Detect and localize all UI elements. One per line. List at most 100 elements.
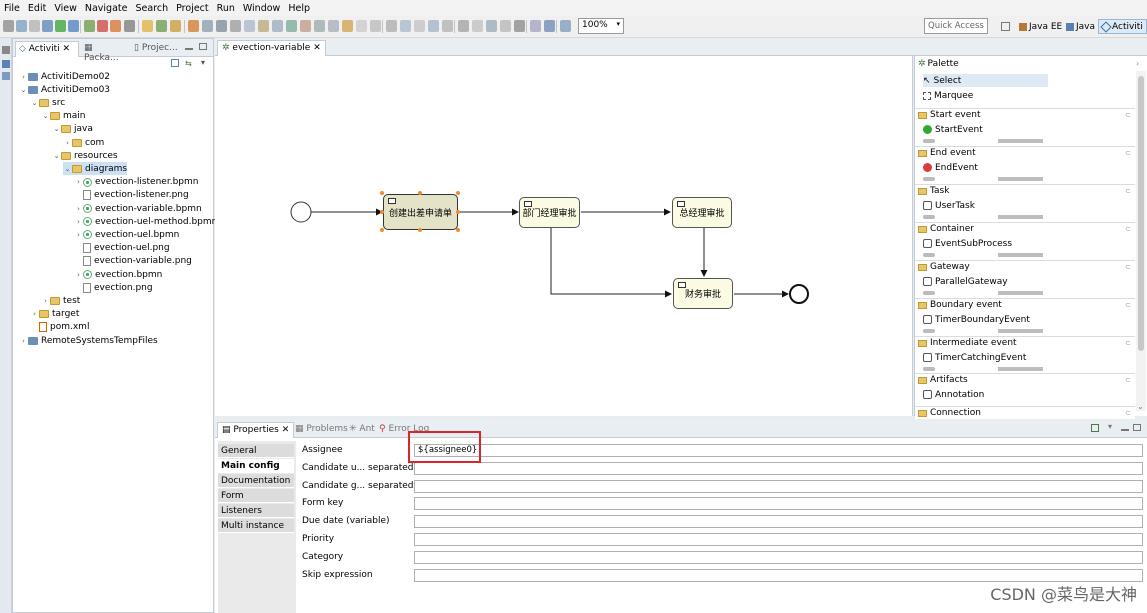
tree-item[interactable]: evection-uel.png — [74, 242, 170, 255]
toolbar-button-icon[interactable] — [16, 20, 27, 32]
palette-section-header[interactable]: Boundary event⊂ — [915, 298, 1135, 311]
toolbar-button-icon[interactable] — [286, 20, 297, 32]
selection-handle[interactable] — [380, 210, 384, 214]
toolbar-button-icon[interactable] — [42, 20, 53, 32]
tree-item[interactable]: evection-listener.png — [74, 189, 189, 202]
task-dept-manager-approval[interactable]: 部门经理审批 — [519, 197, 580, 228]
selection-handle[interactable] — [418, 228, 422, 232]
view-menu-icon[interactable]: ▾ — [201, 58, 206, 67]
selection-handle[interactable] — [456, 210, 460, 214]
palette-item[interactable]: TimerCatchingEvent — [923, 351, 1026, 364]
tab-project-explorer[interactable]: ▯ Projec... — [131, 41, 183, 57]
toolbar-button-icon[interactable] — [110, 20, 121, 32]
palette-section-header[interactable]: Connection⊂ — [915, 406, 1135, 419]
tree-item[interactable]: ›RemoteSystemsTempFiles — [19, 334, 158, 347]
palette-section-header[interactable]: Container⊂ — [915, 222, 1135, 235]
menu-help[interactable]: Help — [288, 2, 310, 14]
menu-view[interactable]: View — [54, 2, 77, 14]
field-input-category[interactable] — [414, 550, 1143, 564]
tree-item[interactable]: ⌄java — [52, 123, 93, 136]
minimized-view-icon[interactable] — [2, 72, 10, 80]
chevron-right-icon[interactable]: › — [77, 270, 80, 279]
collapse-icon[interactable]: ⊂ — [1125, 409, 1131, 417]
toolbar-button-icon[interactable] — [356, 20, 367, 32]
toolbar-button-icon[interactable] — [342, 20, 353, 32]
chevron-down-icon[interactable]: ⌄ — [42, 112, 49, 121]
toolbar-button-icon[interactable] — [428, 20, 439, 32]
toolbar-button-icon[interactable] — [68, 20, 79, 32]
toolbar-button-icon[interactable] — [386, 20, 397, 32]
palette-section-header[interactable]: Start event⊂ — [915, 108, 1135, 121]
field-input-candidate-g-separated[interactable] — [414, 479, 1143, 493]
palette-scroll-thumb[interactable] — [1138, 76, 1144, 351]
perspective-java-ee[interactable]: Java EE — [1016, 19, 1065, 34]
side-tab-documentation[interactable]: Documentation — [218, 474, 294, 488]
chevron-right-icon[interactable]: › — [33, 310, 36, 319]
palette-item[interactable]: EventSubProcess — [923, 237, 1012, 250]
quick-access-input[interactable]: Quick Access — [924, 18, 988, 34]
selection-handle[interactable] — [380, 228, 384, 232]
chevron-right-icon[interactable]: › — [77, 230, 80, 239]
toolbar-button-icon[interactable] — [560, 20, 571, 32]
tab-evection-variable[interactable]: ✲ evection-variable ✕ — [217, 40, 326, 56]
tree-item[interactable]: ›evection-uel-method.bpmn — [74, 215, 217, 228]
toolbar-button-icon[interactable] — [500, 20, 511, 32]
tree-item[interactable]: ›evection-uel.bpmn — [74, 228, 179, 241]
toolbar-button-icon[interactable] — [142, 20, 153, 32]
toolbar-button-icon[interactable] — [258, 20, 269, 32]
field-input-candidate-u-separated[interactable] — [414, 461, 1143, 475]
tree-item[interactable]: ›ActivitiDemo02 — [19, 70, 110, 83]
tree-item[interactable]: ⌄ActivitiDemo03 — [19, 83, 110, 96]
palette-item[interactable]: Annotation — [923, 388, 984, 401]
tab-ant[interactable]: ✳ Ant — [345, 422, 379, 438]
tree-item[interactable]: ›evection.bpmn — [74, 268, 162, 281]
palette-arrow-icon[interactable]: › — [1136, 59, 1140, 68]
palette-item[interactable]: StartEvent — [923, 123, 983, 136]
toolbar-button-icon[interactable] — [230, 20, 241, 32]
toolbar-button-icon[interactable] — [29, 20, 40, 32]
collapse-icon[interactable]: ⊂ — [1125, 225, 1131, 233]
palette-item[interactable]: ParallelGateway — [923, 275, 1008, 288]
chevron-right-icon[interactable]: › — [77, 178, 80, 187]
end-event[interactable] — [789, 284, 809, 304]
field-input-due-date-variable[interactable] — [414, 515, 1143, 529]
close-icon[interactable]: ✕ — [313, 43, 321, 53]
toolbar-button-icon[interactable] — [300, 20, 311, 32]
side-tab-listeners[interactable]: Listeners — [218, 504, 294, 518]
perspective-activiti[interactable]: Activiti — [1098, 19, 1147, 34]
palette-section-header[interactable]: Task⊂ — [915, 184, 1135, 197]
collapse-icon[interactable]: ⊂ — [1125, 111, 1131, 119]
maximize-icon[interactable] — [1133, 424, 1141, 431]
side-tab-multi-instance[interactable]: Multi instance — [218, 519, 294, 533]
palette-item[interactable]: TimerBoundaryEvent — [923, 313, 1030, 326]
palette-section-header[interactable]: Intermediate event⊂ — [915, 336, 1135, 349]
toolbar-button-icon[interactable] — [170, 20, 181, 32]
menu-window[interactable]: Window — [242, 2, 281, 14]
scroll-down-icon[interactable]: ⌄ — [1137, 402, 1144, 411]
toolbar-button-icon[interactable] — [370, 20, 381, 32]
palette-item[interactable]: UserTask — [923, 199, 975, 212]
minimized-view-icon[interactable] — [2, 60, 10, 68]
pin-icon[interactable] — [1091, 424, 1099, 432]
menu-project[interactable]: Project — [176, 2, 209, 14]
sequence-flow[interactable] — [550, 228, 672, 298]
chevron-right-icon[interactable]: › — [66, 138, 69, 147]
toolbar-button-icon[interactable] — [530, 20, 541, 32]
toolbar-button-icon[interactable] — [272, 20, 283, 32]
tree-item[interactable]: pom.xml — [30, 321, 89, 334]
palette-tool-marquee[interactable]: Marquee — [923, 89, 973, 102]
toolbar-button-icon[interactable] — [97, 20, 108, 32]
tree-item[interactable]: evection-variable.png — [74, 255, 192, 268]
toolbar-button-icon[interactable] — [414, 20, 425, 32]
menu-navigate[interactable]: Navigate — [84, 2, 128, 14]
tree-item[interactable]: evection.png — [74, 281, 153, 294]
palette-section-header[interactable]: Gateway⊂ — [915, 260, 1135, 273]
link-with-editor-icon[interactable]: ⇆ — [185, 59, 192, 68]
toolbar-button-icon[interactable] — [124, 20, 135, 32]
chevron-down-icon[interactable]: ⌄ — [53, 125, 60, 134]
tab-error-log[interactable]: ⚲ Error Log — [375, 422, 433, 438]
toolbar-button-icon[interactable] — [156, 20, 167, 32]
collapse-icon[interactable]: ⊂ — [1125, 187, 1131, 195]
selection-handle[interactable] — [456, 228, 460, 232]
palette-item[interactable]: EndEvent — [923, 161, 978, 174]
